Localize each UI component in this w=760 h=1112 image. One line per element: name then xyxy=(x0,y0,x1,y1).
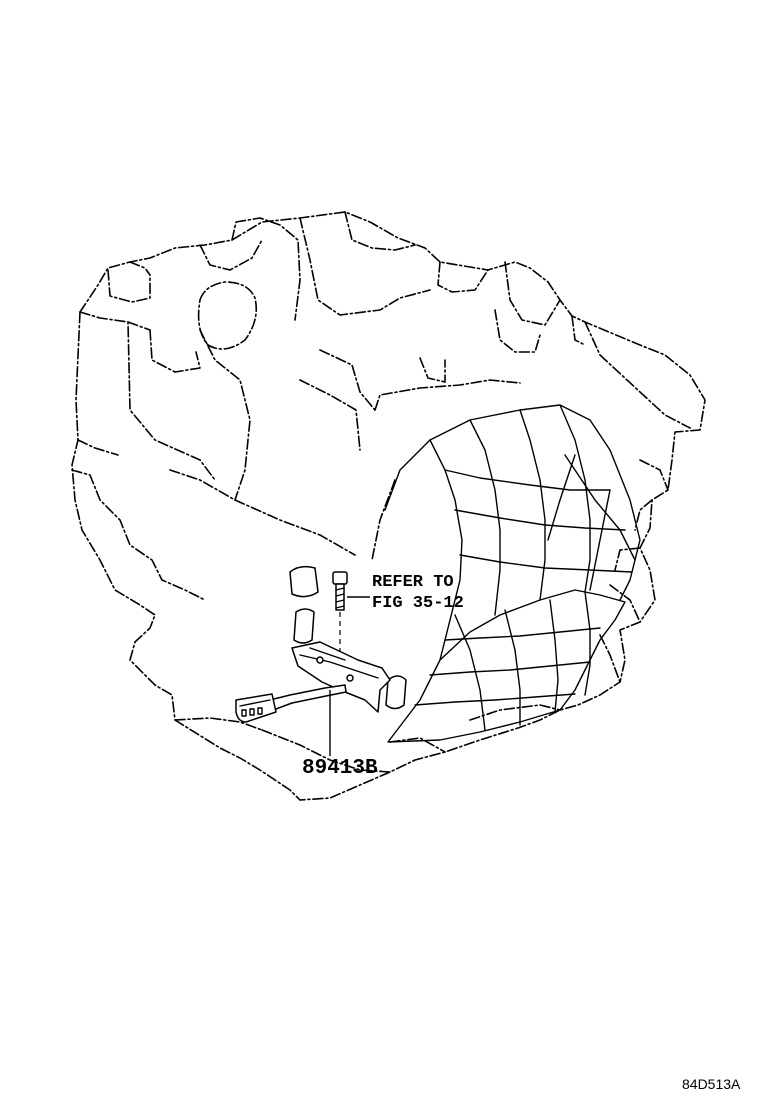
transaxle-housing xyxy=(71,211,706,801)
housing-details xyxy=(71,211,691,773)
leader-lines xyxy=(329,596,370,756)
oil-pan xyxy=(384,404,641,743)
figure-code: 84D513A xyxy=(682,1076,741,1092)
mounting-posts xyxy=(289,565,407,710)
refer-to-callout-line2: FIG 35-12 xyxy=(372,594,464,613)
speed-sensor-assembly xyxy=(235,641,391,723)
part-number-label: 89413B xyxy=(302,757,378,780)
refer-to-callout-line1: REFER TO xyxy=(372,573,454,592)
